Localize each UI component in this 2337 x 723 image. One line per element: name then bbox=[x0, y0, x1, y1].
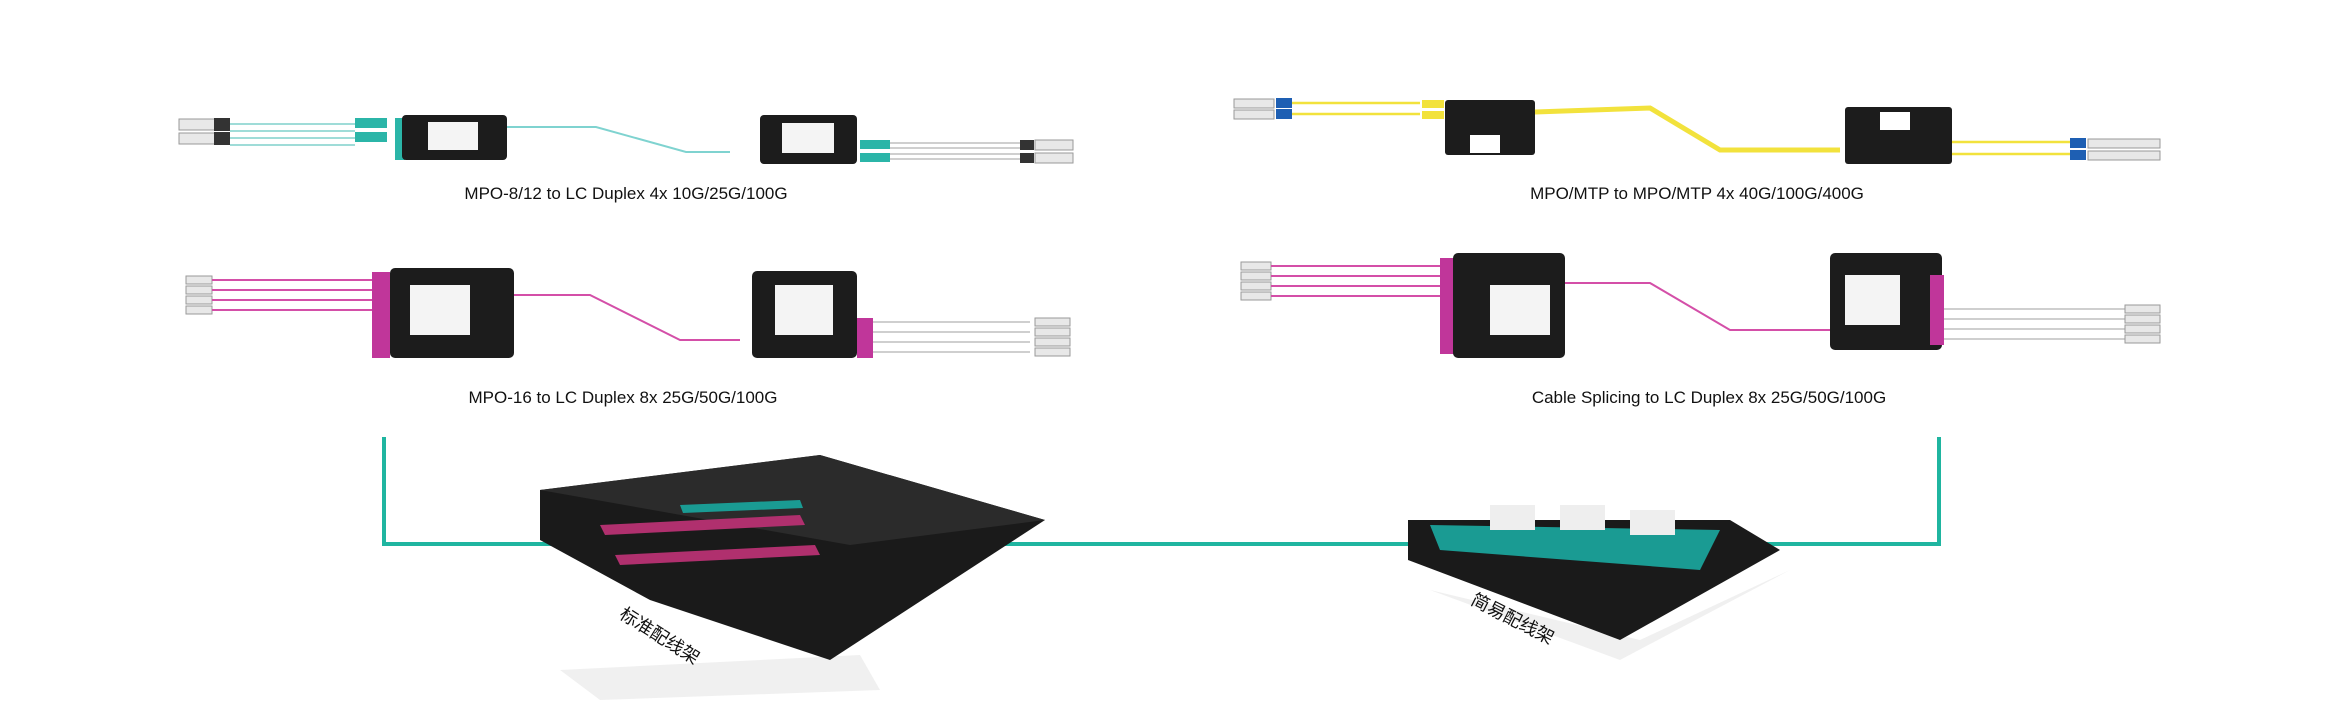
cassette bbox=[1445, 100, 1535, 155]
connector-line bbox=[382, 437, 1941, 546]
assembly-mpo-16 bbox=[185, 268, 1071, 358]
caption-mpo-16: MPO-16 to LC Duplex 8x 25G/50G/100G bbox=[468, 388, 778, 407]
standard-patch-panel bbox=[540, 455, 1045, 700]
simple-patch-panel bbox=[1408, 505, 1790, 660]
assembly-cable-splicing bbox=[1240, 253, 2161, 358]
assembly-mpo-mtp bbox=[1233, 98, 2161, 164]
caption-mpo-mtp: MPO/MTP to MPO/MTP 4x 40G/100G/400G bbox=[1530, 184, 1864, 203]
caption-mpo-8-12: MPO-8/12 to LC Duplex 4x 10G/25G/100G bbox=[464, 184, 788, 203]
cassette bbox=[1845, 107, 1952, 164]
caption-cable-splicing: Cable Splicing to LC Duplex 8x 25G/50G/1… bbox=[1531, 388, 1887, 407]
assembly-mpo-8-12 bbox=[178, 115, 1074, 164]
